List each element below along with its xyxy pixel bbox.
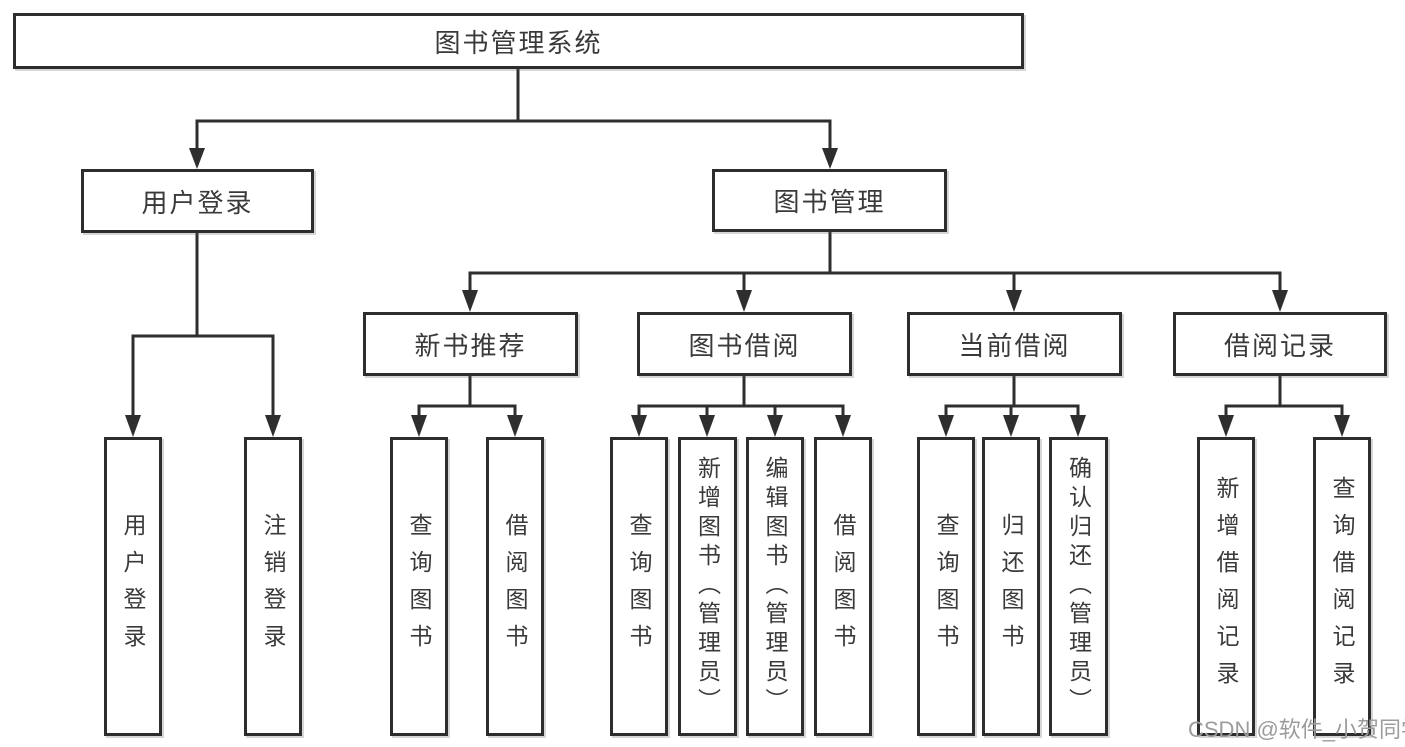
csdn-watermark: CSDN @软件_小贺同学 (1188, 717, 1405, 742)
leaf-logout: 注销登录 (244, 437, 302, 736)
leaf-current-return-books: 归还图书 (982, 437, 1040, 736)
node-user-login: 用户登录 (81, 169, 314, 233)
leaf-records-query-record: 查询借阅记录 (1313, 437, 1371, 736)
leaf-current-query-books: 查询图书 (917, 437, 975, 736)
leaf-newrec-query-books: 查询图书 (390, 437, 448, 736)
node-new-book-recommend: 新书推荐 (363, 312, 578, 376)
leaf-user-login: 用户登录 (104, 437, 162, 736)
leaf-borrow-borrow-books: 借阅图书 (814, 437, 872, 736)
leaf-newrec-borrow-books: 借阅图书 (486, 437, 544, 736)
leaf-borrow-edit-books-admin: 编辑图书（管理员） (746, 437, 804, 736)
connector-root-to-level2 (189, 69, 838, 169)
connector-newrec-split (411, 376, 523, 437)
node-book-management: 图书管理 (712, 169, 947, 232)
node-borrow-records: 借阅记录 (1173, 312, 1387, 376)
node-book-borrow: 图书借阅 (637, 312, 852, 376)
connector-records-split (1218, 376, 1350, 437)
node-system-root: 图书管理系统 (13, 13, 1024, 69)
connector-userlogin-split (125, 233, 281, 437)
node-current-borrow: 当前借阅 (907, 312, 1122, 376)
connector-borrow-split (631, 376, 851, 437)
connector-current-split (938, 376, 1086, 437)
leaf-records-add-record: 新增借阅记录 (1197, 437, 1255, 736)
leaf-borrow-add-books-admin: 新增图书（管理员） (678, 437, 737, 736)
leaf-current-confirm-return-admin: 确认归还（管理员） (1049, 437, 1108, 736)
leaf-borrow-query-books: 查询图书 (610, 437, 668, 736)
connector-bookmgmt-to-level3 (462, 232, 1288, 312)
